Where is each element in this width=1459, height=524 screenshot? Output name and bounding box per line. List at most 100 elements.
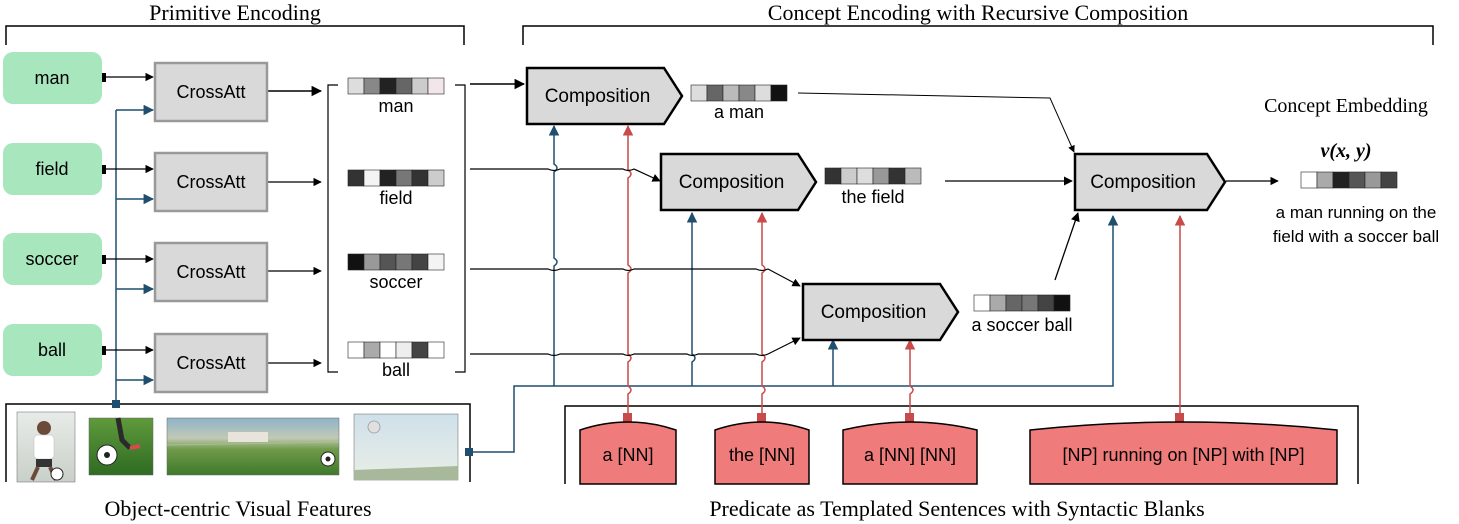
concept-embedding-vector-cell — [1316, 171, 1334, 189]
intermediate-embedding — [690, 84, 788, 102]
concept-embedding — [1300, 171, 1398, 189]
image-person — [16, 411, 76, 483]
primitive-embedding-label: man — [378, 96, 413, 116]
primitive-embedding-soccer-cell — [347, 253, 365, 271]
crossatt-box — [153, 241, 269, 303]
visual-feature-node — [112, 400, 120, 408]
crossatt-label: CrossAtt — [176, 172, 245, 192]
intermediate-embedding-cell — [770, 84, 788, 102]
crossatt-label: CrossAtt — [176, 82, 245, 102]
intermediate-embedding-cell — [722, 84, 740, 102]
primitive-embedding-man-cell — [363, 77, 381, 95]
word-box-bg — [3, 143, 102, 195]
intermediate-embedding-cell — [1021, 294, 1039, 312]
intermediate-embedding-cell — [973, 294, 991, 312]
primitive-encoding-title: Primitive Encoding — [149, 0, 321, 25]
primitive-embedding-field-cell — [363, 169, 381, 187]
template-label: a [NN] [NN] — [864, 445, 956, 465]
composition-label: Composition — [545, 86, 651, 107]
primitive-embedding-field-cell — [411, 169, 429, 187]
intermediate-embedding-label: the field — [841, 187, 904, 207]
primitive-embedding-man-cell — [427, 77, 445, 95]
primitive-embedding-field — [347, 169, 445, 187]
word-to-crossatt-arrows — [97, 72, 154, 355]
primitive-embedding-ball-cell — [427, 341, 445, 359]
word-box-bg — [3, 233, 102, 285]
predicate-title: Predicate as Templated Sentences with Sy… — [709, 496, 1204, 521]
intermediate-embedding-cell — [824, 167, 842, 185]
composition-modules: CompositionCompositionCompositionComposi… — [525, 66, 1227, 342]
template-box: the [NN] — [714, 421, 810, 485]
intermediate-embedding-cell — [872, 167, 890, 185]
template-label: [NP] running on [NP] with [NP] — [1062, 445, 1304, 465]
intermediate-embedding-cell — [754, 84, 772, 102]
crossatt-module: CrossAtt — [153, 332, 269, 394]
template-label: a [NN] — [602, 445, 653, 465]
crossatt-module: CrossAtt — [153, 151, 269, 213]
word-box-bg — [3, 52, 102, 104]
crossatt-label: CrossAtt — [176, 353, 245, 373]
template-box-bg — [1029, 421, 1338, 485]
template-box-bg — [579, 421, 677, 485]
composition-label: Composition — [1090, 172, 1196, 193]
intermediate-embedding-cell — [1037, 294, 1055, 312]
intermediate-embedding-cell — [706, 84, 724, 102]
word-label: ball — [38, 340, 66, 360]
to-final-composition-arrows — [797, 92, 1279, 281]
composition-box — [1073, 152, 1227, 212]
concept-encoding-bracket — [522, 25, 1434, 45]
primitive-embedding-man-cell — [379, 77, 397, 95]
embedding-right-bracket — [455, 84, 466, 373]
concept-embedding-vector-cell — [1300, 171, 1318, 189]
concept-caption-line2: field with a soccer ball — [1273, 227, 1439, 246]
image-ball-air — [353, 413, 459, 481]
template-box: [NP] running on [NP] with [NP] — [1029, 421, 1338, 485]
primitive-embedding-soccer — [347, 253, 445, 271]
concept-embedding-vector-cell — [1364, 171, 1382, 189]
primitive-embedding-ball-cell — [363, 341, 381, 359]
word-label: soccer — [25, 249, 78, 269]
word-box-man: man — [3, 52, 102, 104]
template-box: a [NN] — [579, 421, 677, 485]
primitive-encoding-bracket — [5, 25, 465, 45]
template-box: a [NN] [NN] — [842, 421, 978, 485]
intermediate-embedding-cell — [1053, 294, 1071, 312]
composition-box — [801, 282, 960, 342]
crossatt-box — [153, 151, 269, 213]
intermediate-embedding — [973, 294, 1071, 312]
primitive-embedding-field-cell — [395, 169, 413, 187]
primitive-embedding-soccer-cell — [427, 253, 445, 271]
crossatt-module: CrossAtt — [153, 241, 269, 303]
primitive-embedding-soccer-cell — [363, 253, 381, 271]
word-box-bg — [3, 324, 102, 376]
visual-to-composition-lines — [465, 124, 1119, 456]
primitive-embedding-field-cell — [427, 169, 445, 187]
template-label: the [NN] — [729, 445, 795, 465]
word-label: field — [35, 159, 68, 179]
intermediate-embedding-cell — [1005, 294, 1023, 312]
predicate-to-composition-lines — [622, 124, 1186, 422]
primitive-embedding-soccer-cell — [379, 253, 397, 271]
concept-embedding-vector-cell — [1332, 171, 1350, 189]
primitive-embedding-field-cell — [379, 169, 397, 187]
primitive-embedding-ball-cell — [379, 341, 397, 359]
intermediate-embedding-cell — [989, 294, 1007, 312]
predicate-bracket — [564, 405, 1359, 484]
composition-module: Composition — [525, 66, 684, 126]
primitive-embedding-soccer-cell — [411, 253, 429, 271]
primitive-embedding-field-cell — [347, 169, 365, 187]
composition-module: Composition — [801, 282, 960, 342]
primitive-embedding-man-cell — [395, 77, 413, 95]
primitive-embedding-ball-cell — [347, 341, 365, 359]
word-boxes: man field soccer ball — [3, 52, 102, 376]
word-box-ball: ball — [3, 324, 102, 376]
visual-feature-branches — [116, 104, 155, 386]
template-boxes: a [NN] the [NN] a [NN] [NN] [NP] running on… — [579, 421, 1338, 485]
intermediate-embedding-cell — [904, 167, 922, 185]
visual-features-bracket — [5, 403, 471, 482]
intermediate-embedding-cell — [738, 84, 756, 102]
